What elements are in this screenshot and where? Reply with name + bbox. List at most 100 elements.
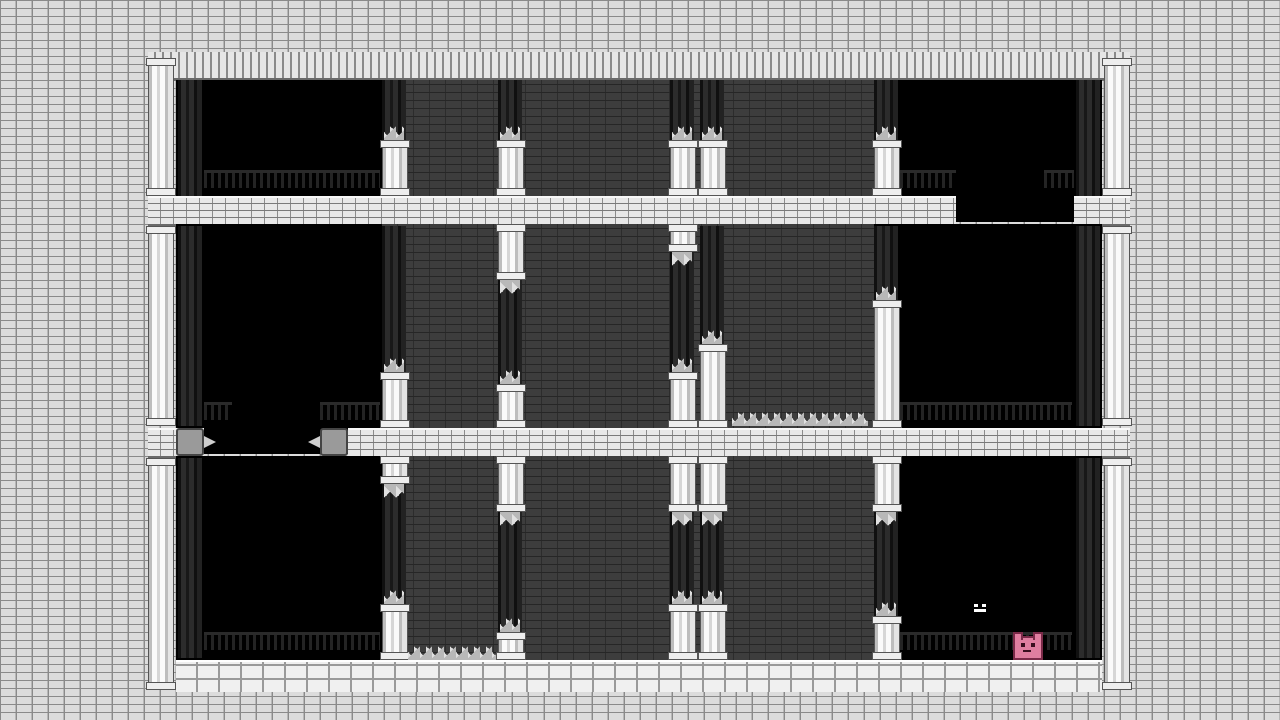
pillar xyxy=(146,458,176,690)
pillar xyxy=(496,384,526,428)
player-ear xyxy=(1013,632,1023,640)
railing xyxy=(1044,170,1074,188)
player-mouth xyxy=(1023,650,1031,652)
room-mid-left xyxy=(176,224,382,428)
spike-hazard xyxy=(876,600,896,616)
pillar xyxy=(872,140,902,196)
ghost-grin xyxy=(974,609,986,612)
spike-hazard xyxy=(672,512,692,528)
railing xyxy=(320,402,380,420)
pillar xyxy=(496,456,526,512)
background-pillar xyxy=(1076,226,1100,426)
floor-middle xyxy=(348,428,1130,458)
spike-hazard xyxy=(732,410,868,426)
spike-hazard xyxy=(500,280,520,296)
pillar xyxy=(872,456,902,512)
pillar xyxy=(698,344,728,428)
room-top-center xyxy=(382,80,874,196)
room-bottom-right xyxy=(874,456,1102,660)
spike-hazard xyxy=(500,124,520,140)
pillar xyxy=(698,456,728,512)
pillar xyxy=(668,140,698,196)
railing xyxy=(204,632,380,650)
railing xyxy=(204,170,380,188)
railing xyxy=(900,170,956,188)
pillar xyxy=(496,224,526,280)
spike-hazard xyxy=(384,484,404,500)
pillar xyxy=(668,224,698,252)
background-pillar xyxy=(178,80,202,196)
room-bottom-left xyxy=(176,456,382,660)
background-pillar xyxy=(498,512,522,632)
floor-upper-right xyxy=(1074,196,1130,226)
spike-hazard xyxy=(672,588,692,604)
background-pillar xyxy=(178,458,202,658)
pillar xyxy=(380,456,410,484)
player-ear xyxy=(1033,632,1043,640)
spike-hazard xyxy=(876,512,896,528)
shooter-nozzle xyxy=(308,436,320,448)
railing xyxy=(900,632,1072,650)
spike-hazard xyxy=(500,368,520,384)
pillar xyxy=(146,226,176,426)
spike-hazard xyxy=(672,356,692,372)
spike-hazard xyxy=(702,328,722,344)
spike-hazard xyxy=(384,356,404,372)
railing xyxy=(204,402,232,420)
background-pillar xyxy=(382,484,406,604)
spike-hazard xyxy=(702,124,722,140)
background-pillar xyxy=(382,226,406,372)
shadow-ghost-icon xyxy=(970,598,990,620)
pillar xyxy=(668,372,698,428)
drop-gap xyxy=(956,196,1074,222)
pillar xyxy=(1102,458,1132,690)
pillar xyxy=(698,604,728,660)
background-pillar xyxy=(670,252,694,372)
ground-floor xyxy=(176,660,1102,692)
room-bottom-center xyxy=(382,456,874,660)
spike-hazard xyxy=(702,588,722,604)
pillar xyxy=(1102,58,1132,196)
spike-hazard xyxy=(876,284,896,300)
spike-hazard xyxy=(702,512,722,528)
pillar xyxy=(1102,226,1132,426)
pillar xyxy=(496,632,526,660)
room-mid-center xyxy=(382,224,874,428)
background-pillar xyxy=(1076,80,1100,196)
pillar xyxy=(872,616,902,660)
spike-hazard xyxy=(500,512,520,528)
pillar xyxy=(668,456,698,512)
background-pillar xyxy=(700,226,724,344)
pillar xyxy=(380,372,410,428)
ghost-eye xyxy=(974,604,978,607)
spike-hazard xyxy=(500,616,520,632)
pillar xyxy=(380,140,410,196)
pillar xyxy=(698,140,728,196)
spike-hazard xyxy=(876,124,896,140)
pillar xyxy=(668,604,698,660)
ceiling-trim xyxy=(148,52,1130,81)
pink-cube-icon[interactable] xyxy=(1013,632,1043,660)
ghost-eye xyxy=(982,604,986,607)
spike-hazard xyxy=(384,124,404,140)
shooter-nozzle xyxy=(204,436,216,448)
spike-shooter-icon xyxy=(176,428,216,456)
railing xyxy=(900,402,1072,420)
spike-hazard xyxy=(672,252,692,268)
pillar xyxy=(872,300,902,428)
spike-shooter-icon xyxy=(308,428,348,456)
room-mid-right xyxy=(874,224,1102,428)
pillar xyxy=(380,604,410,660)
spike-hazard xyxy=(384,588,404,604)
player-eye xyxy=(1031,643,1035,647)
background-pillar xyxy=(874,512,898,616)
background-pillar xyxy=(498,280,522,384)
pillar xyxy=(496,140,526,196)
background-pillar xyxy=(1076,458,1100,658)
spike-hazard xyxy=(408,644,496,660)
floor-upper xyxy=(148,196,956,226)
background-pillar xyxy=(178,226,202,426)
pillar xyxy=(146,58,176,196)
spike-hazard xyxy=(672,124,692,140)
player-eye xyxy=(1021,643,1025,647)
